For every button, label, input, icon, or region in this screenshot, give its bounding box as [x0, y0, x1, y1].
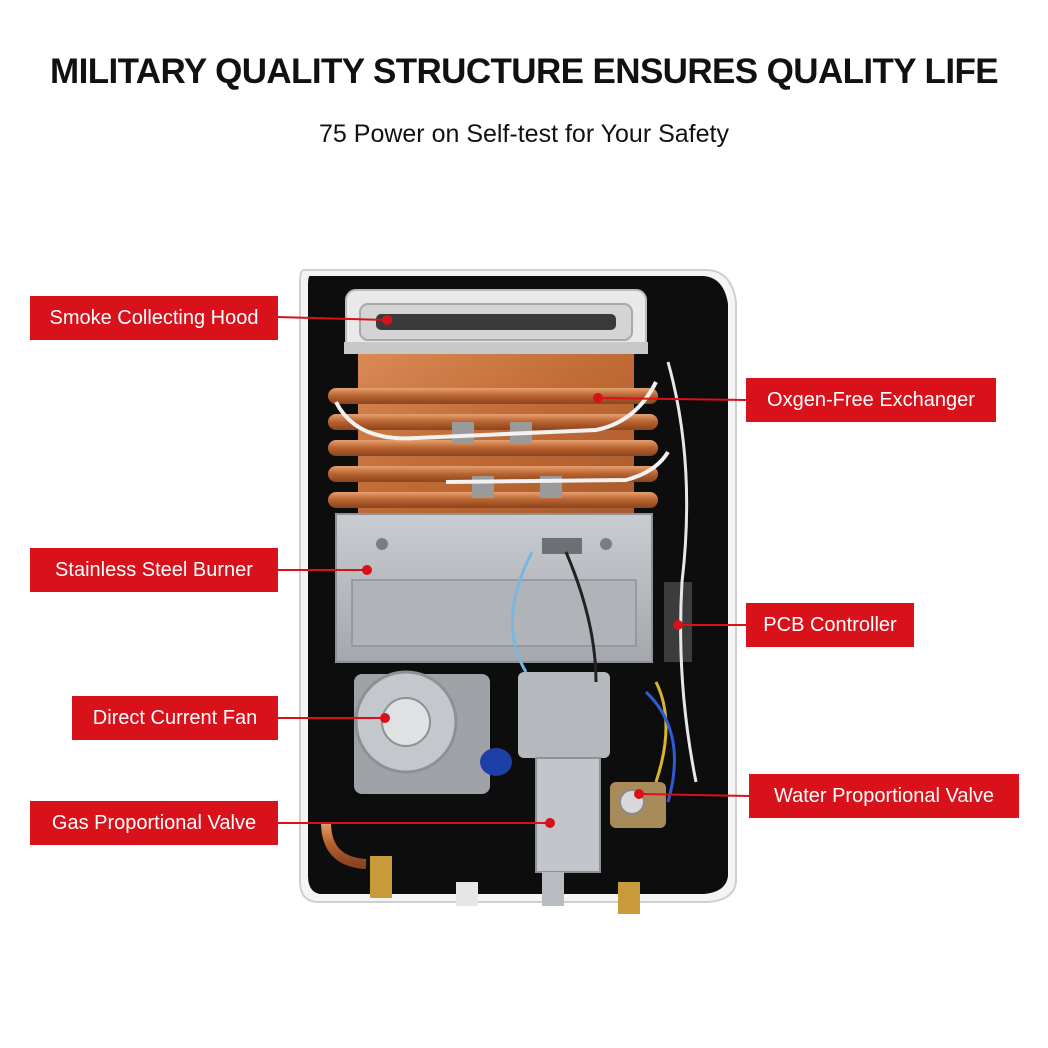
pcb-wiring: [510, 361, 698, 803]
smoke-hood: [344, 289, 648, 354]
label-oxygen-free-exchanger: Oxgen-Free Exchanger: [746, 378, 996, 422]
fan: [354, 670, 512, 794]
heat-exchanger: [328, 354, 670, 514]
label-smoke-collecting-hood: Smoke Collecting Hood: [30, 296, 278, 340]
burner: [335, 513, 653, 663]
gas-valve: [518, 672, 610, 906]
label-water-proportional-valve: Water Proportional Valve: [749, 774, 1019, 818]
bottom-fittings: [321, 821, 640, 914]
label-direct-current-fan: Direct Current Fan: [72, 696, 278, 740]
label-stainless-steel-burner: Stainless Steel Burner: [30, 548, 278, 592]
label-gas-proportional-valve: Gas Proportional Valve: [30, 801, 278, 845]
page-title: MILITARY QUALITY STRUCTURE ENSURES QUALI…: [50, 52, 999, 91]
label-pcb-controller: PCB Controller: [746, 603, 914, 647]
page-subtitle: 75 Power on Self-test for Your Safety: [319, 120, 729, 148]
water-heater-illustration: [299, 269, 737, 914]
